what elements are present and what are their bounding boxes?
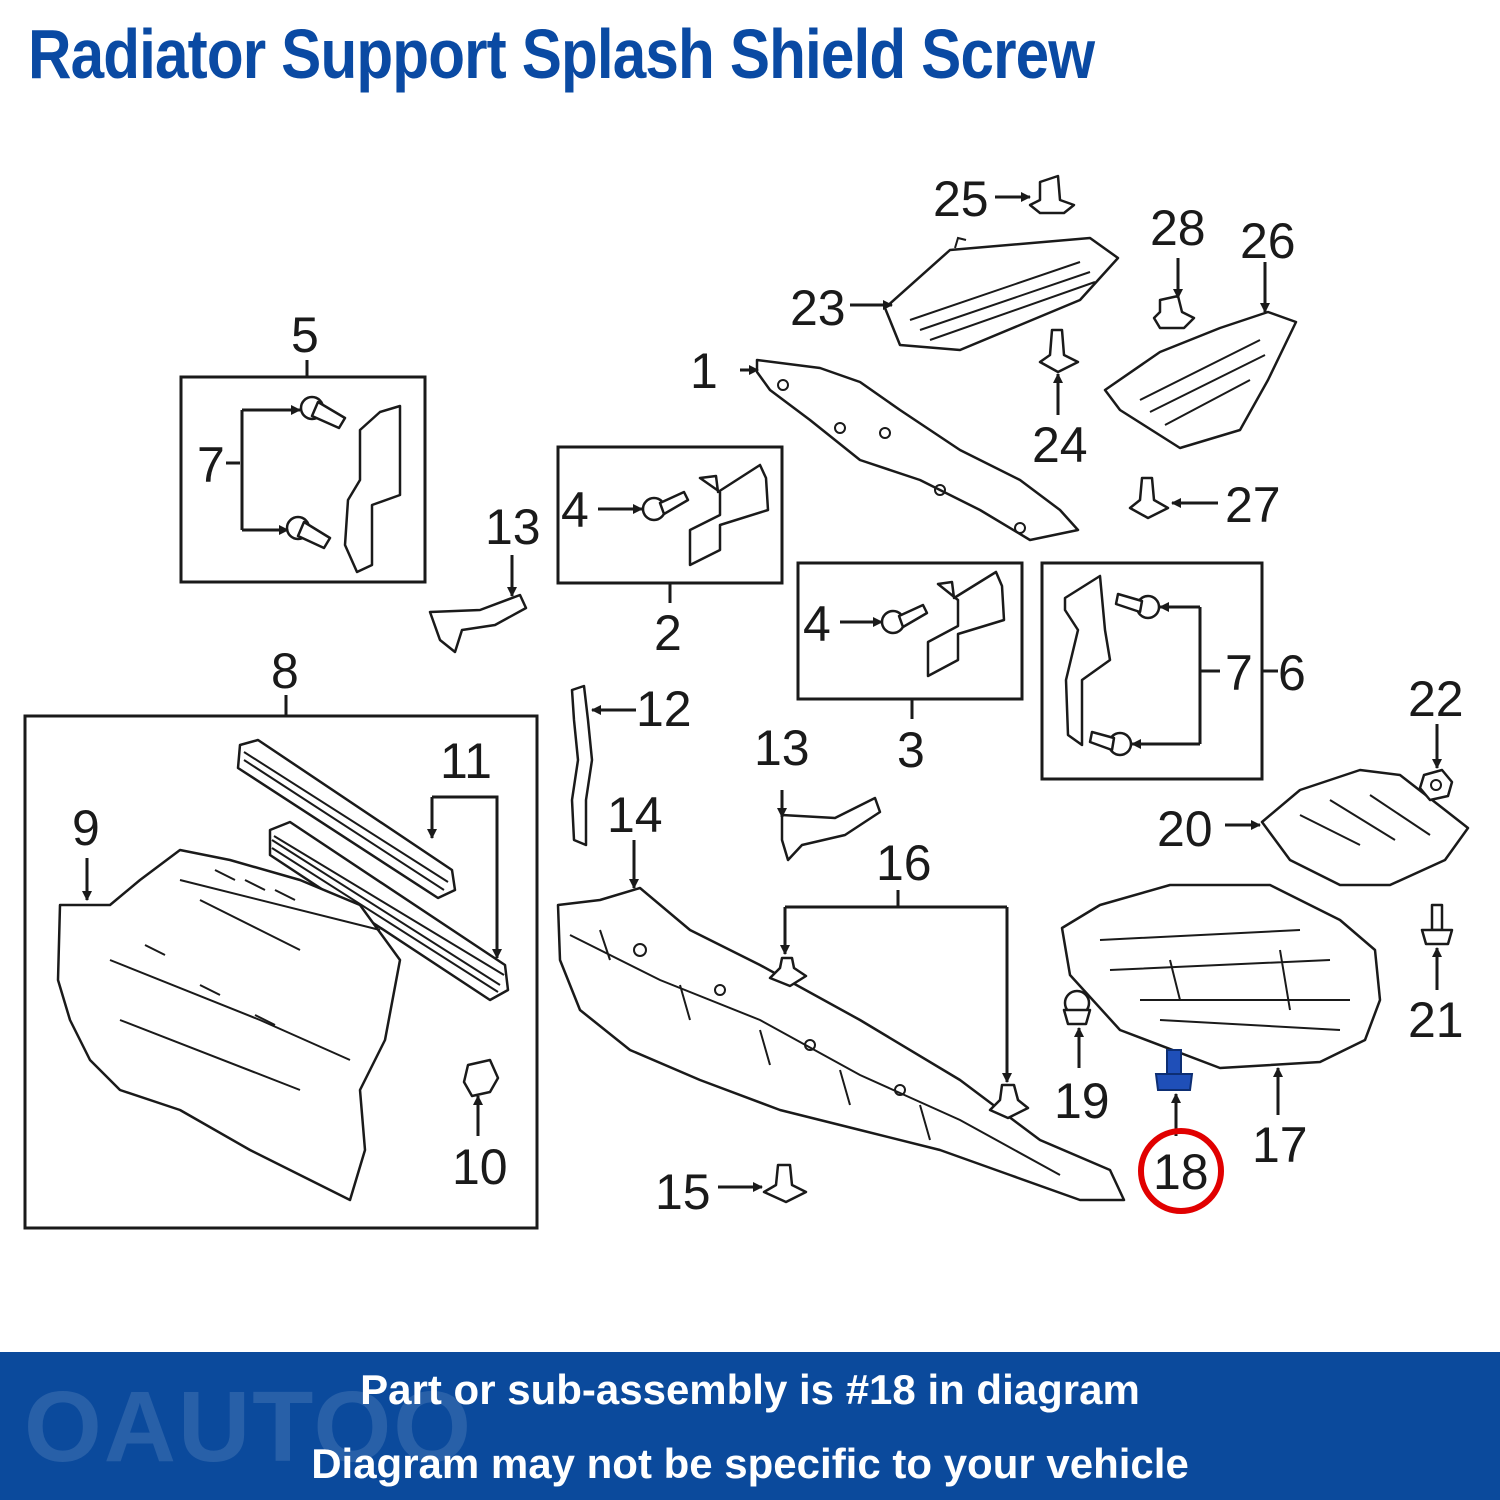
- callout-27: 27: [1225, 477, 1281, 533]
- part-23-shield: [883, 236, 1120, 352]
- callout-24: 24: [1032, 417, 1088, 473]
- part-3-bracket: [880, 570, 1006, 678]
- callout-19: 19: [1054, 1073, 1110, 1129]
- callout-4-box2: 4: [561, 482, 589, 538]
- callout-9: 9: [72, 800, 100, 856]
- part-22-nut: [1418, 768, 1454, 802]
- part-9-deflector: [56, 848, 402, 1202]
- callout-20: 20: [1157, 801, 1213, 857]
- callout-12: 12: [636, 681, 692, 737]
- part-27-pin: [1128, 476, 1170, 520]
- callout-3: 3: [897, 722, 925, 778]
- part-17-cover: [1060, 883, 1382, 1070]
- info-banner: OAUTOO Part or sub-assembly is #18 in di…: [0, 1352, 1500, 1500]
- callout-28: 28: [1150, 200, 1206, 256]
- callout-16: 16: [876, 835, 932, 891]
- part-20-cover: [1260, 768, 1470, 887]
- callout-2: 2: [654, 605, 682, 661]
- brand-watermark: OAUTOO: [24, 1371, 474, 1483]
- callout-1: 1: [690, 343, 718, 399]
- page-title: Radiator Support Splash Shield Screw: [28, 15, 1095, 93]
- callout-15: 15: [655, 1164, 711, 1220]
- part-6-bracket: [1063, 574, 1161, 757]
- leader-lines: [82, 192, 1442, 1192]
- part-19-pin: [1062, 989, 1092, 1026]
- callout-5: 5: [291, 307, 319, 363]
- part-26-shield: [1103, 310, 1298, 450]
- part-21-bolt: [1420, 903, 1454, 946]
- callout-26: 26: [1240, 213, 1296, 269]
- part-11-shutters: [236, 738, 510, 1002]
- part-2-bracket: [641, 463, 770, 567]
- callout-6: 6: [1278, 645, 1306, 701]
- callout-11: 11: [440, 733, 492, 789]
- part-24-pin: [1038, 328, 1080, 374]
- highlight-circle-18: [1138, 1128, 1224, 1214]
- banner-line-part-number: Part or sub-assembly is #18 in diagram: [360, 1366, 1140, 1413]
- part-1-shield: [755, 358, 1080, 542]
- box-part-8: [23, 714, 539, 1230]
- part-15-pin: [762, 1163, 808, 1204]
- callout-25: 25: [933, 171, 989, 227]
- callout-22: 22: [1408, 671, 1464, 727]
- part-28-clip: [1152, 294, 1196, 330]
- part-13-bracket-left: [428, 593, 528, 654]
- part-18-screw: [1154, 1049, 1194, 1091]
- banner-line-disclaimer: Diagram may not be specific to your vehi…: [311, 1440, 1189, 1487]
- part-10-clip: [462, 1058, 500, 1098]
- part-16-pin-b: [988, 1083, 1030, 1120]
- callout-8: 8: [271, 643, 299, 699]
- callout-7-right: 7: [1225, 645, 1253, 701]
- box-part-3: [796, 561, 1024, 701]
- callout-13-lower: 13: [754, 720, 810, 776]
- callout-23: 23: [790, 280, 846, 336]
- part-16-pin-a: [768, 956, 808, 988]
- part-12-strip: [570, 684, 594, 847]
- callout-14: 14: [607, 787, 663, 843]
- callout-21: 21: [1408, 992, 1464, 1048]
- part-25-clip: [1028, 174, 1076, 215]
- part-14-splash-shield: [556, 886, 1126, 1202]
- callout-18: 18: [1153, 1144, 1209, 1200]
- box-part-5: [179, 375, 427, 584]
- callout-4-box3: 4: [803, 596, 831, 652]
- callout-7-left: 7: [197, 437, 225, 493]
- part-13-bracket-right: [780, 796, 882, 862]
- part-5-bracket: [285, 395, 402, 574]
- callout-17: 17: [1252, 1117, 1308, 1173]
- callout-13-upper: 13: [485, 499, 541, 555]
- callout-10: 10: [452, 1139, 508, 1195]
